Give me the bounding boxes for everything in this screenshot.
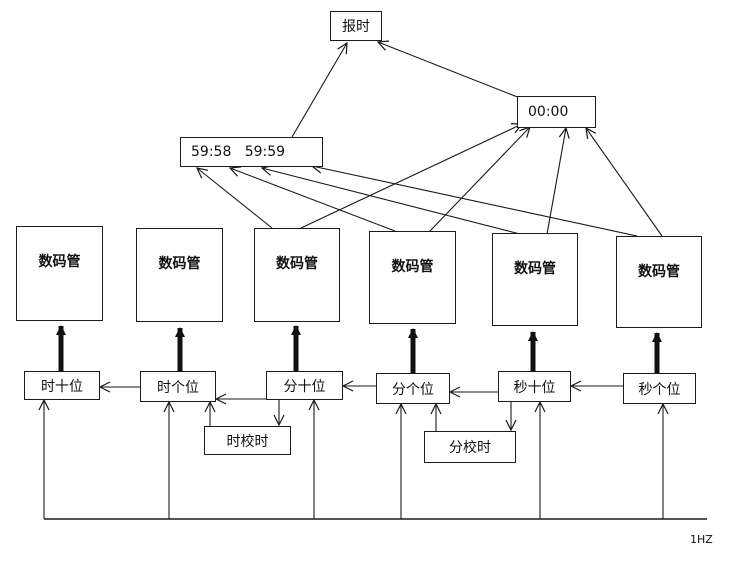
wire-0000-to-report: [378, 42, 521, 99]
min-adjust-node: 分校时: [424, 431, 516, 463]
wire-d6-to-0000: [586, 128, 663, 237]
wire-d5-to-5958: [262, 168, 521, 235]
sec-units-counter: 秒个位: [623, 373, 696, 404]
hour-adjust-node: 时校时: [204, 426, 291, 455]
display-module-min-tens: 数码管: [254, 228, 340, 322]
wire-d3-to-5958: [197, 168, 273, 229]
wire-d5-to-0000: [546, 128, 566, 235]
hour-units-counter: 时个位: [140, 371, 216, 402]
wire-d4-to-5958: [230, 168, 396, 232]
clock-frequency-label: 1HZ: [690, 533, 713, 546]
wire-d3-to-0000: [300, 124, 522, 229]
display-module-hour-tens: 数码管: [16, 226, 103, 321]
display-module-min-units: 数码管: [369, 231, 456, 324]
hour-tens-counter: 时十位: [24, 371, 100, 400]
display-module-hour-units: 数码管: [136, 228, 223, 322]
min-units-counter: 分个位: [376, 373, 450, 404]
min-tens-counter: 分十位: [266, 371, 343, 400]
display-module-sec-tens: 数码管: [492, 233, 578, 326]
wire-d4-to-0000: [429, 127, 530, 232]
time-0000-node: 00:00: [517, 96, 596, 128]
report-time-node: 报时: [330, 11, 382, 41]
wire-d6-to-5958: [312, 166, 638, 237]
wire-5958-to-report: [291, 43, 347, 138]
display-module-sec-units: 数码管: [616, 236, 702, 328]
sec-tens-counter: 秒十位: [498, 371, 571, 402]
time-5958-5959-node: 59:58 59:59: [180, 137, 323, 167]
